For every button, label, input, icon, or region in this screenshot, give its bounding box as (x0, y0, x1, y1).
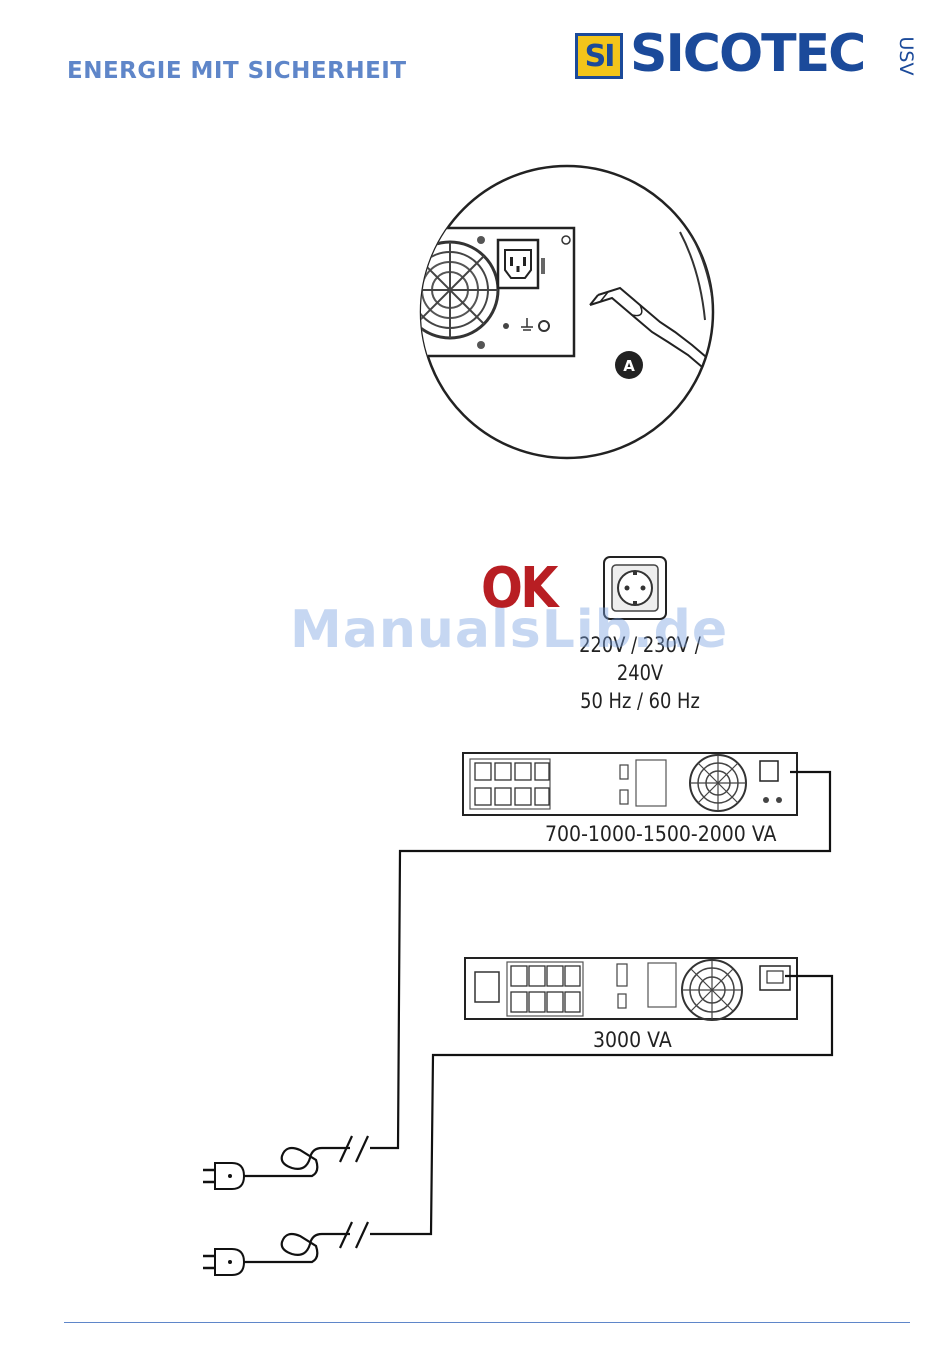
zoom-detail: A (400, 166, 715, 458)
iec-inlet-icon (498, 240, 538, 288)
ups-label-small: 700-1000-1500-2000 VA (545, 822, 776, 846)
frequency-range: 50 Hz / 60 Hz (555, 687, 725, 715)
mains-plug-icon (203, 1249, 244, 1275)
ups-label-large: 3000 VA (593, 1028, 672, 1052)
mains-plug-icon (203, 1163, 244, 1189)
callout-letter: A (623, 357, 635, 375)
fan-icon (402, 242, 498, 338)
ups-unit-large (465, 958, 797, 1020)
ups-unit-small (463, 753, 797, 815)
watermark: ManualsLib.de (290, 600, 728, 660)
footer-divider (64, 1322, 910, 1323)
